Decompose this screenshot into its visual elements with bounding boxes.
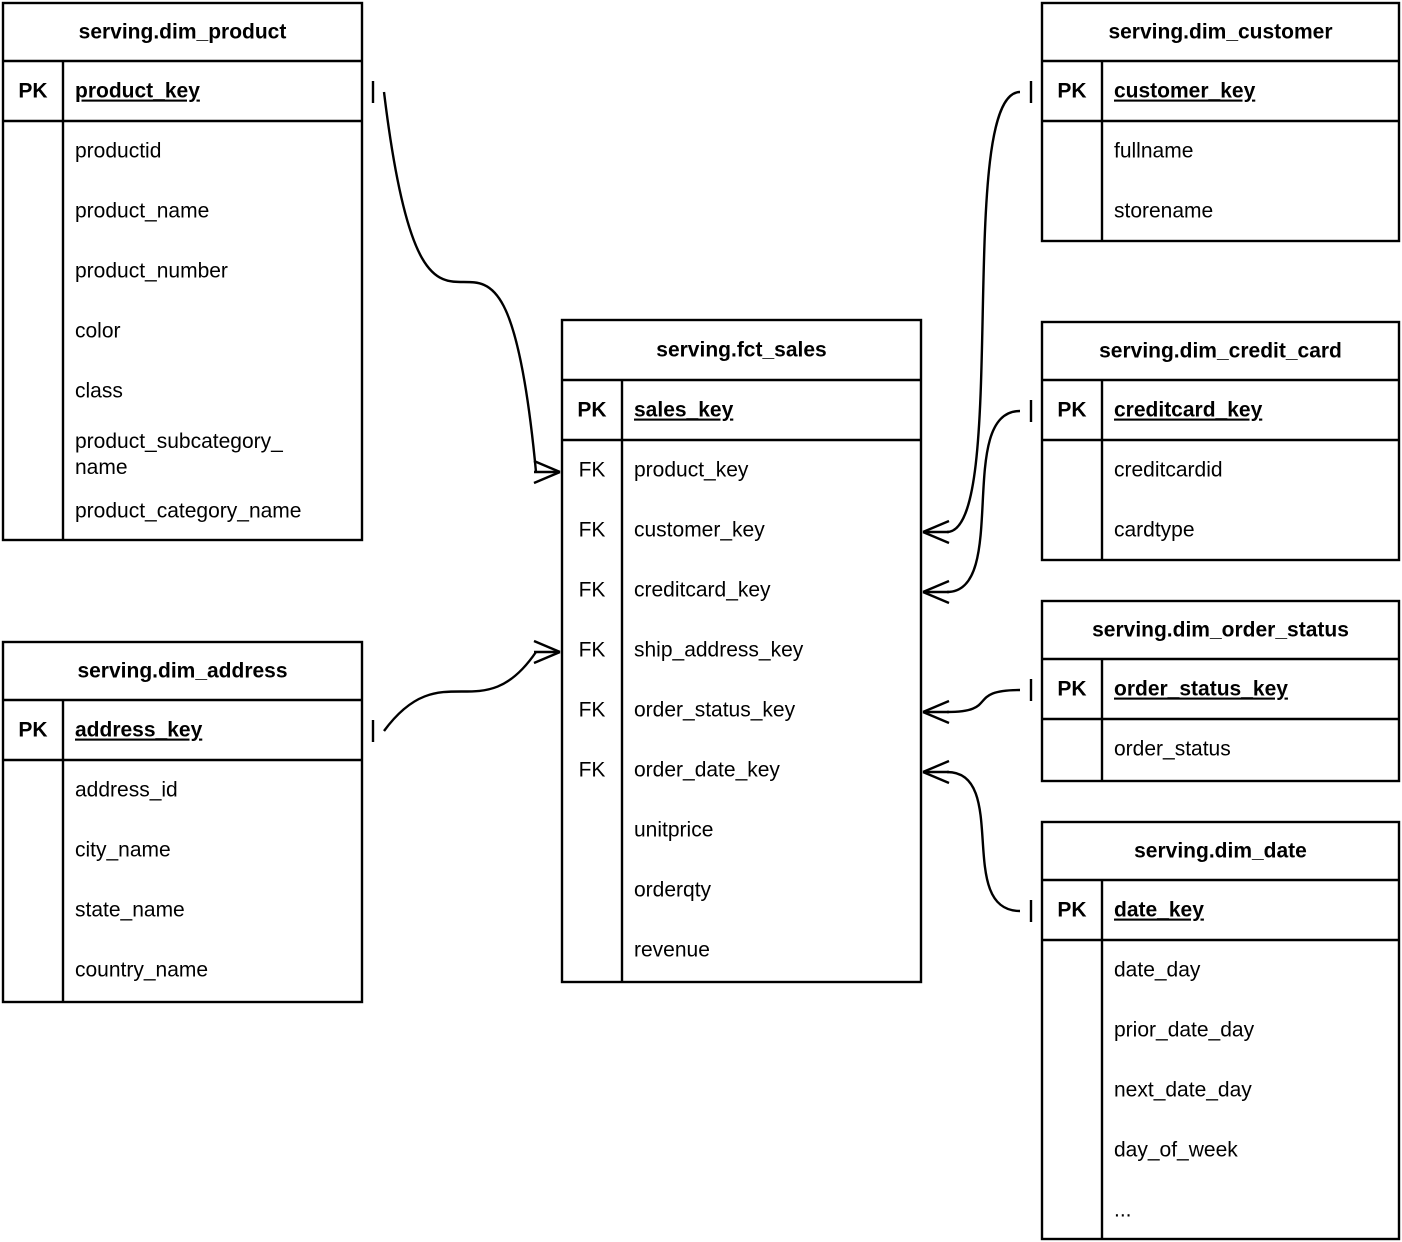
pk-field-name: creditcard_key: [1114, 399, 1263, 422]
pk-field-name: date_key: [1114, 899, 1204, 922]
pk-tag: PK: [1057, 678, 1086, 701]
attribute-name: product_name: [75, 200, 209, 223]
attribute-name: customer_key: [634, 519, 765, 542]
fk-tag: FK: [579, 699, 606, 722]
attribute-name: productid: [75, 140, 161, 163]
table-title: serving.dim_customer: [1108, 21, 1332, 44]
attribute-name: state_name: [75, 899, 185, 922]
crowfoot-many-marker: [922, 759, 950, 774]
pk-tag: PK: [1057, 899, 1086, 922]
table-title: serving.dim_order_status: [1092, 619, 1349, 642]
table-title: serving.dim_product: [79, 21, 287, 44]
fk-tag: FK: [579, 759, 606, 782]
crowfoot-many-marker: [922, 519, 950, 534]
attribute-name: storename: [1114, 200, 1213, 223]
crowfoot-many-marker: [922, 770, 950, 785]
attribute-name: fullname: [1114, 140, 1193, 163]
relationship-sales-to-credit-card[interactable]: [922, 400, 1033, 605]
attribute-name: product_key: [634, 459, 749, 482]
relationship-line: [946, 688, 1021, 714]
pk-field-name: order_status_key: [1114, 678, 1288, 701]
attribute-name: order_date_key: [634, 759, 780, 782]
attribute-name: address_id: [75, 779, 178, 802]
attribute-name: next_date_day: [1114, 1079, 1252, 1102]
attribute-name: city_name: [75, 839, 171, 862]
relationship-sales-to-order-status[interactable]: [922, 679, 1033, 725]
relationship-line: [946, 90, 1021, 534]
attribute-name: cardtype: [1114, 519, 1195, 542]
relationship-product-to-sales[interactable]: [371, 81, 561, 485]
relationship-line: [382, 91, 538, 473]
fk-tag: FK: [579, 579, 606, 602]
crowfoot-many-marker: [533, 459, 561, 474]
crowfoot-many-marker: [922, 699, 950, 714]
attribute-name: product_number: [75, 260, 228, 283]
pk-tag: PK: [577, 399, 606, 422]
fk-tag: FK: [579, 459, 606, 482]
crowfoot-many-marker: [922, 590, 950, 605]
attribute-name: date_day: [1114, 959, 1201, 982]
relationship-line: [946, 770, 1021, 913]
pk-tag: PK: [18, 80, 47, 103]
relationship-sales-to-date[interactable]: [922, 759, 1033, 922]
attribute-name: revenue: [634, 939, 710, 962]
pk-field-name: product_key: [75, 80, 200, 103]
pk-tag: PK: [1057, 80, 1086, 103]
attribute-name: unitprice: [634, 819, 713, 842]
attribute-name: country_name: [75, 959, 208, 982]
relationship-line: [383, 651, 537, 732]
attribute-name: color: [75, 320, 121, 343]
attribute-name: creditcard_key: [634, 579, 771, 602]
crowfoot-many-marker: [922, 710, 950, 725]
relationship-address-to-sales[interactable]: [371, 639, 561, 742]
pk-field-name: sales_key: [634, 399, 734, 422]
crowfoot-many-marker: [922, 530, 950, 545]
attribute-name: ...: [1114, 1199, 1132, 1222]
crowfoot-many-marker: [533, 650, 561, 665]
pk-tag: PK: [1057, 399, 1086, 422]
attribute-name: product_subcategory_name: [75, 430, 283, 479]
table-title: serving.dim_date: [1134, 840, 1307, 863]
attribute-name: orderqty: [634, 879, 712, 902]
attribute-name: day_of_week: [1114, 1139, 1238, 1162]
attribute-name: creditcardid: [1114, 459, 1223, 482]
relationship-line: [946, 409, 1021, 594]
pk-field-name: customer_key: [1114, 80, 1256, 103]
attribute-name: ship_address_key: [634, 639, 804, 662]
relationship-connectors-layer: [371, 81, 1033, 922]
crowfoot-many-marker: [922, 579, 950, 594]
crowfoot-many-marker: [533, 639, 561, 654]
table-outline-dim_address: [1, 640, 364, 1004]
attribute-name: prior_date_day: [1114, 1019, 1255, 1042]
crowfoot-many-marker: [533, 470, 561, 485]
attribute-name: order_status_key: [634, 699, 796, 722]
fk-tag: FK: [579, 639, 606, 662]
fk-tag: FK: [579, 519, 606, 542]
relationship-sales-to-customer[interactable]: [922, 81, 1033, 545]
table-title: serving.dim_credit_card: [1099, 340, 1342, 363]
table-title: serving.fct_sales: [656, 339, 826, 362]
pk-field-name: address_key: [75, 719, 203, 742]
pk-tag: PK: [18, 719, 47, 742]
attribute-name: class: [75, 380, 123, 403]
table-title: serving.dim_address: [77, 660, 287, 683]
attribute-name: order_status: [1114, 738, 1231, 761]
attribute-name: product_category_name: [75, 500, 301, 523]
